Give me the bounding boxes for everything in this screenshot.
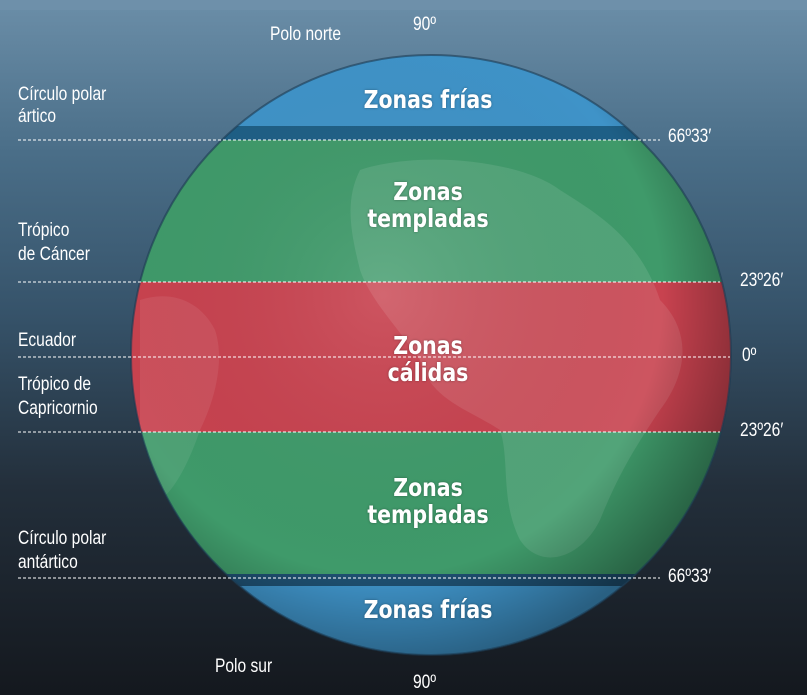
zone-label-temperate-south: Zonas templadas — [321, 474, 534, 528]
zone-label-temperate-north: Zonas templadas — [321, 178, 534, 232]
zone-label-temperate-south-line1: Zonas — [393, 473, 463, 502]
arctic-circle-label-line2: ártico — [18, 106, 57, 127]
tropic-of-cancer-label-line2: de Cáncer — [18, 244, 90, 265]
south-pole-degree: 90º — [413, 672, 437, 693]
zone-label-hot-line1: Zonas — [393, 331, 463, 360]
equator-degree: 0º — [742, 345, 757, 366]
zone-label-cold-south-text: Zonas frías — [363, 595, 493, 624]
tropic-of-capricorn-label-line2: Capricornio — [18, 398, 98, 419]
zone-label-temperate-south-line2: templadas — [367, 500, 489, 529]
zone-label-cold-north: Zonas frías — [321, 86, 534, 113]
tropic-of-capricorn-label-line1: Trópico de — [18, 374, 92, 395]
arctic-circle-degree: 66º33′ — [668, 126, 712, 147]
tropic-of-cancer-label-line1: Trópico — [18, 220, 70, 241]
latitude-lines — [18, 139, 730, 579]
cropped-header-strip — [0, 0, 807, 10]
antarctic-circle-label-line1: Círculo polar — [18, 528, 107, 549]
north-pole-degree: 90º — [413, 14, 437, 35]
zone-label-hot-line2: cálidas — [387, 358, 469, 387]
north-pole-label: Polo norte — [270, 24, 342, 45]
zone-label-cold-south: Zonas frías — [321, 596, 534, 623]
zone-label-hot: Zonas cálidas — [321, 332, 534, 386]
zone-label-temperate-north-line2: templadas — [367, 204, 489, 233]
zone-label-temperate-north-line1: Zonas — [393, 177, 463, 206]
arctic-circle-label-line1: Círculo polar — [18, 84, 107, 105]
antarctic-circle-label-line2: antártico — [18, 552, 78, 573]
equator-label: Ecuador — [18, 330, 77, 351]
antarctic-circle-degree: 66º33′ — [668, 566, 712, 587]
tropic-of-capricorn-degree: 23º26′ — [740, 420, 784, 441]
tropic-of-cancer-degree: 23º26′ — [740, 270, 784, 291]
zone-label-cold-north-text: Zonas frías — [363, 85, 493, 114]
south-pole-label: Polo sur — [215, 656, 273, 677]
globe — [131, 55, 731, 655]
